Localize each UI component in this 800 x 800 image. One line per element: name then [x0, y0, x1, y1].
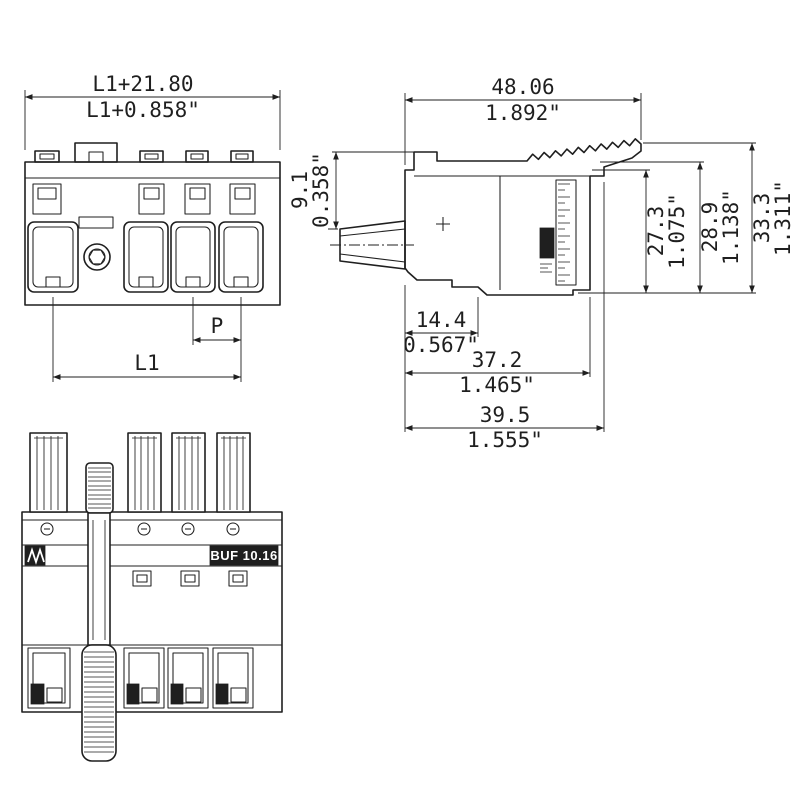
- front-view: L1+21.80 L1+0.858" P L1: [24, 72, 281, 382]
- dim-body-mm: 37.2: [472, 348, 523, 372]
- dim-total-in: 1.555": [467, 428, 543, 452]
- side-dim-front: 14.4 0.567": [403, 285, 479, 432]
- side-view-body: [330, 138, 642, 296]
- strip-length-scale: [555, 179, 577, 286]
- side-view: 48.06 1.892" 9.1 0.358" 27.3 1.075" 28.9…: [288, 75, 795, 452]
- front-dim-pitch: P: [192, 297, 242, 382]
- fixing-screw: [83, 243, 111, 271]
- release-slots: [32, 183, 256, 215]
- dim-overall-in: L1+0.858": [86, 98, 200, 122]
- side-dim-width: 48.06 1.892": [404, 75, 642, 165]
- type-label: BUF 10.16: [209, 545, 279, 566]
- side-dim-body: 37.2 1.465": [405, 297, 591, 397]
- dim-overall-mm: L1+21.80: [92, 72, 193, 96]
- dim-h1-in: 1.075": [665, 193, 689, 269]
- screw-heads: [40, 522, 240, 536]
- front-view-body: [24, 142, 281, 306]
- dim-front-mm: 14.4: [416, 308, 467, 332]
- dim-h3-mm: 33.3: [750, 193, 774, 244]
- top-tabs: [34, 150, 254, 163]
- dim-pitch-label: P: [211, 314, 224, 338]
- dim-funnel-in: 0.358": [309, 152, 333, 228]
- side-dim-heights: 27.3 1.075" 28.9 1.138" 33.3 1.311": [578, 142, 795, 294]
- brand-logo: [24, 545, 46, 566]
- side-dim-total: 39.5 1.555": [405, 182, 605, 452]
- bottom-body: [21, 511, 283, 713]
- wire-openings: [27, 221, 264, 293]
- dim-h3-in: 1.311": [771, 180, 795, 256]
- dim-funnel-mm: 9.1: [288, 171, 312, 209]
- front-dim-overall: L1+21.80 L1+0.858": [24, 72, 281, 150]
- front-dim-l1: L1: [52, 297, 241, 382]
- side-dim-funnel: 9.1 0.358": [288, 151, 433, 230]
- dim-l1-label: L1: [134, 351, 159, 375]
- dim-body-in: 1.465": [459, 373, 535, 397]
- part-number-label: BUF 10.16: [210, 548, 277, 563]
- dim-total-mm: 39.5: [480, 403, 531, 427]
- plug-towers: [29, 432, 251, 513]
- marking-field: [78, 216, 114, 229]
- dim-h1-mm: 27.3: [644, 206, 668, 257]
- dim-front-in: 0.567": [403, 333, 479, 357]
- test-points: [132, 570, 248, 587]
- clamp-units: [27, 647, 254, 709]
- plus-mark: [436, 217, 450, 231]
- dim-h2-mm: 28.9: [698, 202, 722, 253]
- bottom-view: BUF 10.16: [21, 432, 283, 762]
- printed-marking: [539, 227, 555, 273]
- actuation-lever: [81, 462, 117, 762]
- dim-h2-in: 1.138": [719, 189, 743, 265]
- dim-width-mm: 48.06: [491, 75, 554, 99]
- dim-width-in: 1.892": [485, 101, 561, 125]
